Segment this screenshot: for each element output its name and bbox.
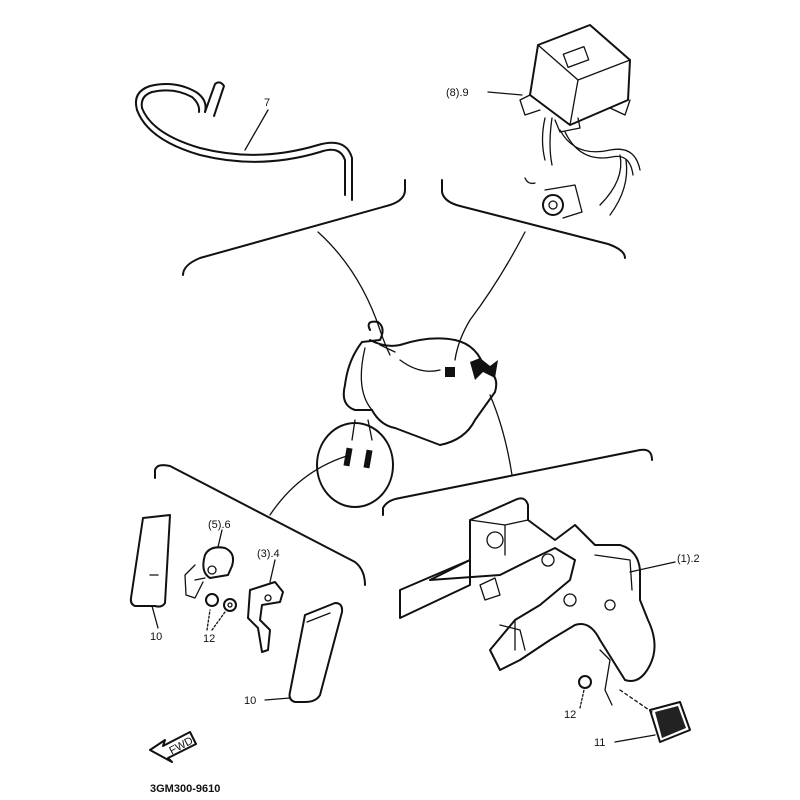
reflector-part-11 <box>614 689 691 743</box>
mount-bracket-part-2 <box>399 497 676 706</box>
label-part-12-right: 12 <box>564 709 576 721</box>
label-part-8-9: (8).9 <box>446 87 469 99</box>
fwd-arrow-label: FWD <box>167 735 195 757</box>
group-bracket-top-left <box>182 179 406 276</box>
leader-curve-2 <box>489 394 513 476</box>
bracket-part-4 <box>247 559 284 653</box>
label-part-1-2: (1).2 <box>677 553 700 565</box>
leader-curve-7 <box>317 231 391 356</box>
group-bracket-top-right <box>441 179 626 259</box>
label-part-10-left: 10 <box>150 631 162 643</box>
nut-part-12-left <box>205 593 237 631</box>
hose-part-7 <box>134 81 353 201</box>
diagram-code: 3GM300-9610 <box>150 783 220 795</box>
label-part-10-bottom: 10 <box>244 695 256 707</box>
control-unit-part-9 <box>487 24 641 219</box>
label-part-12-left: 12 <box>203 633 215 645</box>
label-part-7: 7 <box>264 97 270 109</box>
label-part-5-6: (5).6 <box>208 519 231 531</box>
reflector-left-part-10 <box>129 514 171 629</box>
nut-part-12-right <box>578 675 592 709</box>
bracket-part-6 <box>184 529 235 599</box>
reflector-bottom-part-10 <box>264 602 344 703</box>
fwd-arrow-icon: FWD <box>149 731 197 763</box>
motorcycle-outline <box>316 320 498 508</box>
leader-curve-9 <box>454 231 526 361</box>
group-bracket-bottom-right <box>382 448 653 516</box>
label-part-3-4: (3).4 <box>257 548 280 560</box>
leader-curve-6 <box>269 454 351 516</box>
group-bracket-bottom-left <box>154 464 366 586</box>
label-part-11: 11 <box>594 737 605 749</box>
